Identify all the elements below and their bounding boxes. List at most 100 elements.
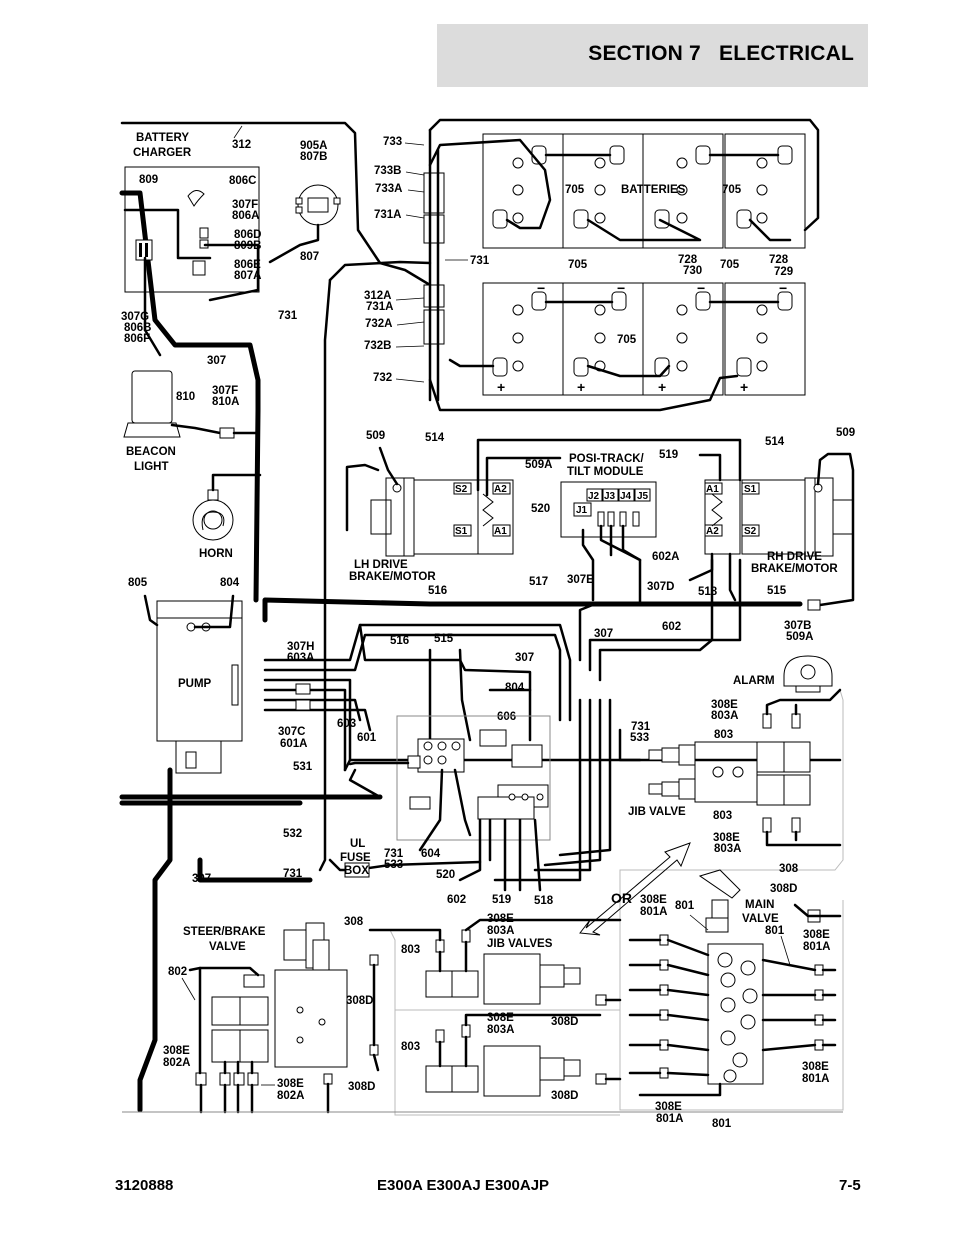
posi-track-module [560,481,657,606]
wire-label: 308E [713,832,740,844]
wire-label: 308E [487,913,514,925]
wire-label: 806F [124,333,150,345]
jib-valve [619,688,844,1111]
wire-label: 307G [121,311,149,323]
section-header: SECTION 7 ELECTRICAL [437,24,868,87]
wire-label: 806D [234,229,262,241]
svg-text:−: − [779,280,787,296]
label-steer-2: VALVE [209,941,246,953]
svg-text:S2: S2 [744,526,757,537]
wire-label: 509 [366,430,385,442]
wire-label: 807 [300,251,319,263]
wire-label: 732 [373,372,392,384]
label-horn: HORN [199,548,233,560]
wire-label: 731A [366,301,394,313]
label-or: OR [611,890,632,906]
wire-label: 308E [640,894,667,906]
label-main-valve-2: VALVE [742,913,779,925]
horn [192,473,262,541]
wire-label: 728 [769,254,789,266]
wire-label: 518 [698,586,718,598]
wire-label: 509 [836,427,855,439]
wire-label: 731 [470,255,490,267]
ul-fuse-box [328,715,551,892]
svg-text:+: + [740,379,748,395]
wire-label: 803 [401,944,420,956]
wire-label: 308E [802,1061,829,1073]
svg-text:A1: A1 [494,526,507,537]
svg-text:+: + [658,379,666,395]
label-batteries: BATTERIES [621,184,686,196]
connector-905a [268,184,341,264]
label-alarm: ALARM [733,675,775,687]
wire-label: 804 [505,682,525,694]
wire-label: 705 [568,259,588,271]
label-pump: PUMP [178,678,212,690]
svg-text:−: − [617,280,625,296]
main-valve [628,869,842,1097]
wire-label: 705 [722,184,742,196]
wire-label: 809 [139,174,158,186]
svg-text:J3: J3 [604,491,616,502]
wire-label: 801A [802,1073,830,1085]
wire-label: 802 [168,966,187,978]
jib-valves [368,918,622,1116]
wire-label: 312 [232,139,251,151]
wire-label: 807B [300,151,328,163]
wire-label: 801A [640,906,668,918]
wire-label: 533 [384,859,403,871]
battery-polarity: + + + + − − − − [497,280,787,395]
svg-text:−: − [537,280,545,296]
section-title: SECTION 7 ELECTRICAL [588,42,854,65]
wire-label: 806E [234,259,261,271]
wire-label: 307F [232,199,258,211]
wire-label: 731 [631,721,651,733]
svg-text:S2: S2 [455,484,468,495]
lh-terminals: S2 S1 A2 A1 [455,484,507,537]
wire-label: 308D [770,883,798,895]
wire-label: 308E [655,1101,682,1113]
wire-label: 732B [364,340,392,352]
label-lh-drive-1: LH DRIVE [354,559,408,571]
wire-label: 307 [207,355,226,367]
wire-label: 516 [390,635,409,647]
wire-label: 803 [401,1041,420,1053]
wire-label: 810 [176,391,195,403]
label-posi-2: TILT MODULE [567,466,644,478]
wire-label: 308D [551,1090,579,1102]
wire-label: 519 [492,894,511,906]
wire-label: 307 [515,652,534,664]
wire-label: 801A [656,1113,684,1125]
wire-label: 732A [365,318,393,330]
wire-label: 731A [374,209,402,221]
wire-label: 307H [287,641,315,653]
wire-label: 531 [293,761,313,773]
wire-label: 308E [487,1012,514,1024]
label-rh-drive-1: RH DRIVE [767,551,822,563]
wire-label: 509A [786,631,814,643]
svg-text:J5: J5 [637,491,649,502]
footer-part-number: 3120888 [115,1177,174,1194]
rh-terminals: A1 A2 S1 S2 [706,484,757,537]
wire-label: 603A [287,652,315,664]
wire-label: 516 [428,585,447,597]
wire-label: 308E [803,929,830,941]
label-lh-drive-2: BRAKE/MOTOR [349,571,436,583]
wire-label: 308D [346,995,374,1007]
label-fuse-1: UL [350,838,365,850]
wire-label: 601 [357,732,377,744]
wire-label: 807A [234,270,262,282]
wire-label: 308E [711,699,738,711]
wire-label: 307 [192,873,211,885]
wire-label: 312A [364,290,392,302]
wire-label: 601A [280,738,308,750]
posi-terminals: J1 J2 J3 J4 J5 [576,491,649,516]
label-posi-1: POSI-TRACK/ [569,453,645,465]
wire-label: 705 [617,334,637,346]
central-harness [263,558,842,882]
wire-label: 514 [765,436,785,448]
wire-label: 731 [283,868,303,880]
wire-label: 803A [487,925,515,937]
label-main-valve-1: MAIN [745,899,774,911]
